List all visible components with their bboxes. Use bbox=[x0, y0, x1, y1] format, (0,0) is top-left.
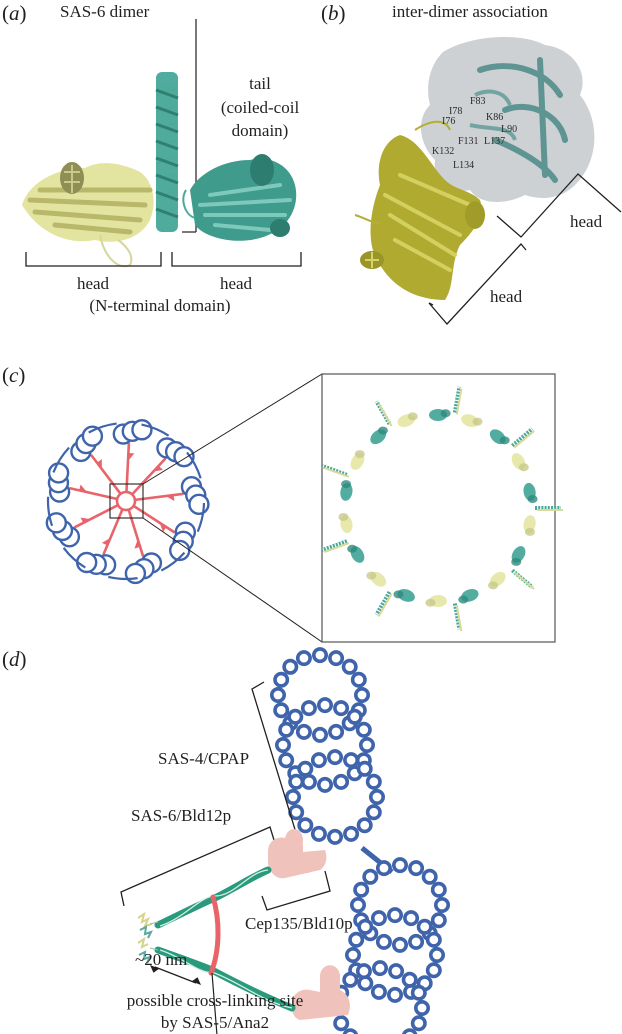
residue-label: I78 bbox=[449, 106, 463, 117]
panel-b-structure bbox=[354, 36, 622, 325]
head-left-label: head bbox=[76, 274, 110, 293]
residue-label: K86 bbox=[486, 112, 504, 123]
sas6-ring bbox=[321, 386, 563, 632]
sas6-heads-mini bbox=[137, 911, 159, 964]
distance-arrow bbox=[149, 965, 201, 985]
coiled-coil-helix-teal bbox=[155, 72, 179, 232]
residue-label: K132 bbox=[432, 146, 455, 157]
panel-b-title: inter-dimer association bbox=[392, 2, 548, 21]
panel-a-letter: (a) bbox=[2, 1, 27, 25]
bracket-sas6 bbox=[120, 826, 275, 907]
residue-label: I76 bbox=[442, 116, 456, 127]
cep135-upper bbox=[268, 829, 327, 879]
cep135-bld10p-label: Cep135/Bld10p bbox=[245, 914, 353, 933]
tail-sublabel-1: (coiled-coil bbox=[220, 98, 300, 117]
zoom-source-box bbox=[109, 483, 144, 519]
head-right-label: head bbox=[219, 274, 253, 293]
panel-a-title: SAS-6 dimer bbox=[60, 2, 150, 21]
residue-label: F83 bbox=[470, 96, 486, 107]
n-terminal-domain-label: (N-terminal domain) bbox=[89, 296, 231, 315]
crosslink-pointer bbox=[211, 972, 218, 1034]
panel-b-letter: (b) bbox=[321, 1, 346, 25]
panel-d-schematic bbox=[120, 647, 450, 1034]
residue-label: L134 bbox=[453, 160, 475, 171]
head-lower-label: head bbox=[490, 287, 523, 306]
crosslink-label-line2: by SAS-5/Ana2 bbox=[160, 1013, 270, 1032]
crosslink-red bbox=[208, 894, 221, 976]
bracket-head-left bbox=[25, 252, 162, 267]
residue-label: L90 bbox=[501, 124, 518, 135]
residue-label: L137 bbox=[484, 136, 506, 147]
head-domain-yellow bbox=[22, 162, 154, 268]
panel-d-letter: (d) bbox=[2, 647, 27, 671]
panel-a-structure bbox=[22, 19, 302, 268]
bracket-cep135 bbox=[261, 870, 331, 911]
residue-label: F131 bbox=[458, 136, 479, 147]
panel-c-letter: (c) bbox=[2, 363, 26, 387]
tail-label: tail bbox=[249, 74, 271, 93]
distance-label: ~20 nm bbox=[135, 950, 188, 969]
cep135-lower bbox=[291, 965, 350, 1020]
bracket-head-lower bbox=[428, 243, 527, 325]
sas6-bld12p-label: SAS-6/Bld12p bbox=[131, 806, 232, 825]
bracket-head-upper bbox=[496, 173, 622, 238]
crosslink-label-line1: possible cross-linking site bbox=[126, 991, 304, 1010]
panel-c-cartwheel bbox=[45, 419, 210, 585]
tail-sublabel-2: domain) bbox=[231, 121, 289, 140]
head-upper-label: head bbox=[570, 212, 603, 231]
bracket-head-right bbox=[171, 252, 302, 267]
head-domain-teal bbox=[182, 154, 297, 241]
sas4-cpap-label: SAS-4/CPAP bbox=[158, 749, 250, 768]
